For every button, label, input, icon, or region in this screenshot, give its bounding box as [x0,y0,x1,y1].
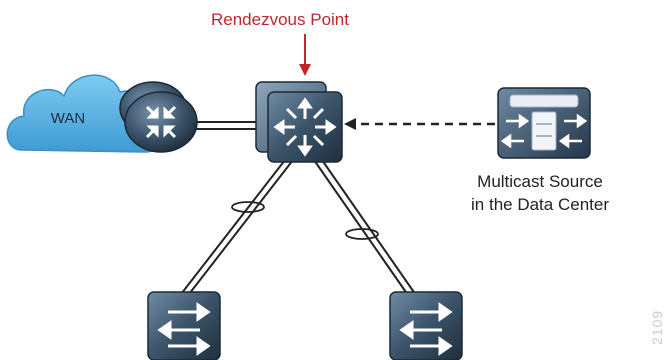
etherchannel-left-icon [231,201,265,213]
wan-router-icon [119,81,198,153]
rendezvous-arrow [299,34,311,76]
uplink-left [177,159,294,299]
multicast-source-label: Multicast Source in the Data Center [440,170,640,216]
multicast-source-label-line2: in the Data Center [471,195,609,214]
figure-id: 2109 [649,309,665,345]
multicast-source-label-line1: Multicast Source [477,172,603,191]
core-switch-icon [255,81,343,163]
wan-link [195,121,262,130]
access-switch-left-icon [147,291,221,360]
etherchannel-right-icon [345,228,379,240]
rendezvous-point-label: Rendezvous Point [211,10,349,29]
multicast-flow-arrow [344,118,495,130]
wan-label: WAN [50,110,86,127]
access-switch-right-icon [389,291,463,360]
multicast-source-server-icon [497,87,591,159]
